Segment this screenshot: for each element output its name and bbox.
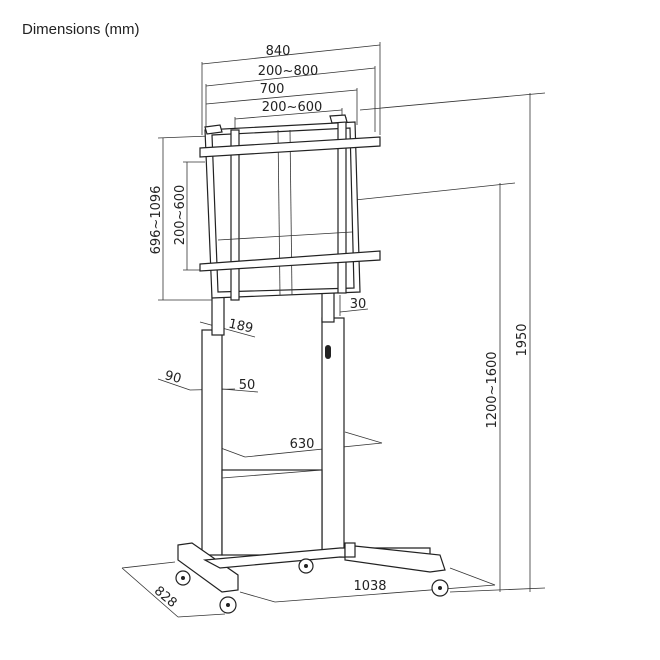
dim-hole-pattern-v: 200~600: [173, 185, 188, 246]
dim-bracket-height-range: 696~1096: [149, 186, 164, 255]
dim-hole-pattern-h-max: 200~800: [258, 64, 319, 79]
dim-overall-height: 1950: [515, 323, 530, 356]
diagram-title: Dimensions (mm): [22, 21, 140, 38]
dim-post-width: 50: [239, 378, 256, 393]
dim-base-depth: 828: [151, 584, 180, 611]
dim-inner-column-spacing: 630: [290, 437, 315, 452]
dim-overall-width: 840: [266, 44, 291, 59]
dim-column-depth: 189: [227, 317, 254, 337]
dim-bracket-width: 700: [260, 82, 285, 97]
stand-base: [177, 542, 446, 593]
dim-center-height-range: 1200~1600: [485, 351, 500, 428]
dim-base-width: 1038: [353, 579, 386, 594]
stand-columns: [201, 287, 345, 556]
dim-column-offset: 30: [350, 297, 367, 312]
dim-post-depth: 90: [163, 368, 183, 387]
mounting-bracket: [199, 114, 381, 301]
dim-hole-pattern-h-inner: 200~600: [262, 100, 323, 115]
casters: [175, 558, 449, 614]
